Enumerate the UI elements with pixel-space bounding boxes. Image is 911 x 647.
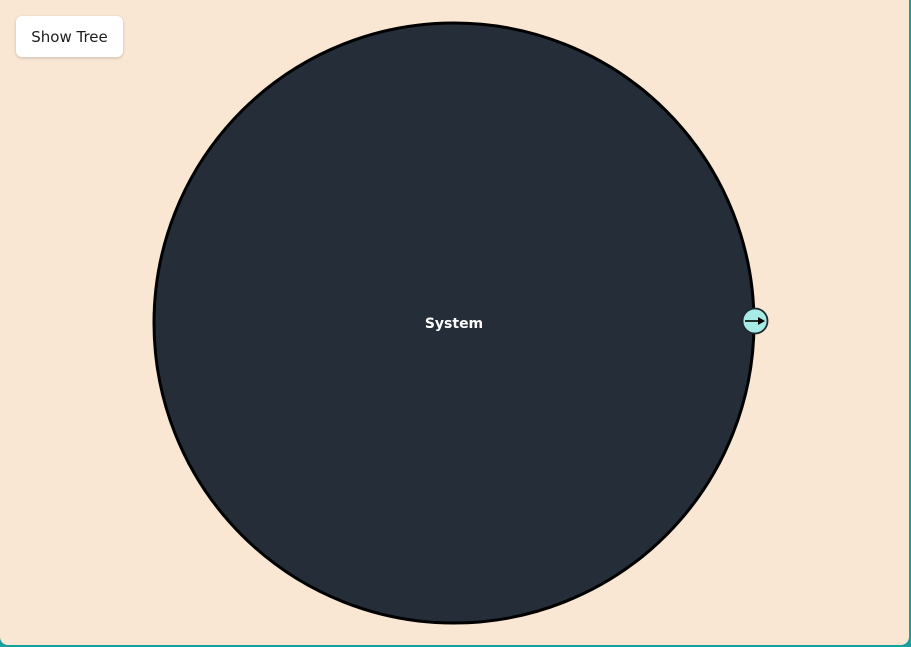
show-tree-button[interactable]: Show Tree bbox=[16, 16, 123, 57]
arrow-right-icon bbox=[745, 317, 765, 325]
output-port[interactable] bbox=[741, 307, 769, 335]
system-node-label: System bbox=[425, 316, 483, 332]
